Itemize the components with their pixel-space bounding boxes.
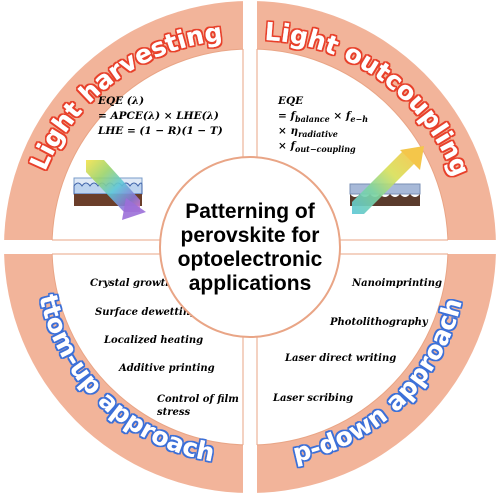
center-title-line1: Patterning of xyxy=(185,200,316,223)
eq-tl-line1: EQE (λ) xyxy=(97,95,144,107)
tl-arrow-head xyxy=(122,198,146,220)
br-item-laser-direct-writing: Laser direct writing xyxy=(284,353,396,364)
eq-tr-line1: EQE xyxy=(277,95,304,107)
eq-tl-line2: = APCE(λ) × LHE(λ) xyxy=(98,110,219,122)
tr-light-beam xyxy=(352,152,414,214)
br-item-nanoimprinting: Nanoimprinting xyxy=(351,278,442,289)
bl-item-localized-heating: Localized heating xyxy=(103,335,203,346)
center-title-line4: applications xyxy=(189,272,312,295)
bl-item-stress: stress xyxy=(157,407,191,418)
light-outcoupling-illustration xyxy=(349,146,424,214)
br-item-photolithography: Photolithography xyxy=(329,317,429,328)
light-harvesting-illustration xyxy=(73,160,146,220)
eq-tr-line4: × fout−coupling xyxy=(278,140,356,154)
eq-tr-line2: = fbalance × fe−h xyxy=(278,110,368,124)
bl-item-additive-printing: Additive printing xyxy=(118,363,215,374)
bl-item-control-of-film: Control of film xyxy=(157,394,239,405)
tr-arrow-head xyxy=(400,146,424,170)
center-circle xyxy=(159,156,341,338)
bl-item-crystal-growth: Crystal growth xyxy=(90,278,172,289)
center-title-line2: perovskite for xyxy=(181,224,320,247)
br-item-laser-scribing: Laser scribing xyxy=(272,393,353,404)
eq-tl-line3: LHE = (1 − R)(1 − T) xyxy=(97,125,223,137)
eq-tr-line3: × ηradiative xyxy=(278,125,338,139)
center-title-line3: optoelectronic xyxy=(178,248,323,271)
bl-item-surface-dewetting: Surface dewetting xyxy=(95,307,197,318)
